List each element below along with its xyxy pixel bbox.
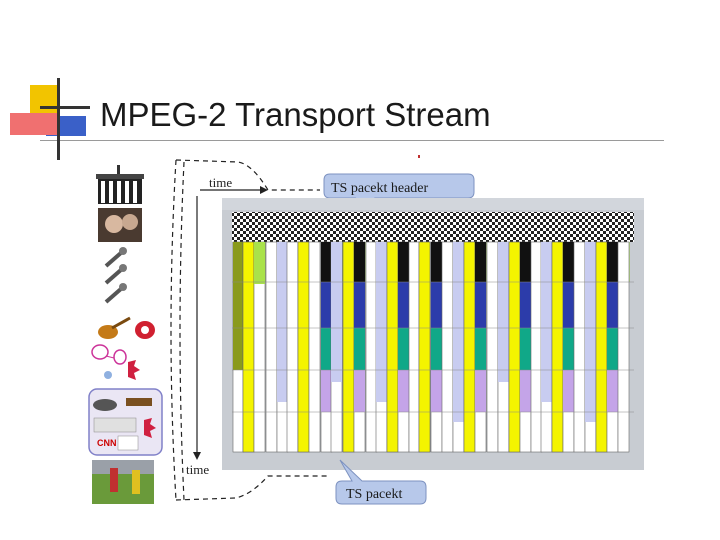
microphone-icon — [104, 283, 127, 304]
packet-column — [265, 241, 278, 453]
time-axis-top: time — [200, 175, 268, 194]
packet-column — [595, 241, 608, 453]
time-label-top: time — [209, 175, 232, 190]
packet-column — [308, 241, 321, 453]
packet-column — [342, 241, 355, 453]
packet-column — [276, 241, 289, 453]
packet-column — [562, 241, 575, 453]
instruments-icon — [98, 316, 155, 339]
data-broadcast-icon: CNN — [88, 388, 163, 456]
packet-callout: TS pacekt — [335, 459, 427, 505]
cursor-graphics-icon — [91, 344, 140, 380]
packet-column — [253, 241, 266, 453]
packet-column — [497, 241, 510, 453]
packet-column — [297, 241, 310, 453]
packet-column — [508, 241, 521, 453]
time-axis-side: time — [186, 196, 209, 477]
packet-column — [573, 241, 586, 453]
packet-column — [606, 241, 619, 453]
page-title: MPEG-2 Transport Stream — [100, 96, 491, 133]
packet-column — [397, 241, 410, 453]
packet-column — [617, 241, 630, 453]
packet-column — [441, 241, 454, 453]
packet-column — [430, 241, 443, 453]
packet-column — [386, 241, 399, 453]
packet-column — [353, 241, 366, 453]
packet-column — [418, 241, 431, 453]
packet-column — [540, 241, 553, 453]
header-callout-label: TS pacekt header — [331, 181, 429, 196]
packet-column — [551, 241, 564, 453]
marker-dot — [418, 155, 420, 158]
svg-text:CNN: CNN — [97, 438, 117, 448]
time-label-side: time — [186, 462, 209, 477]
building-icon — [96, 165, 144, 204]
title-rule — [40, 140, 664, 141]
packet-column — [486, 241, 499, 453]
packet-column — [530, 241, 543, 453]
microphone-icon — [104, 264, 127, 285]
packet-callout-label: TS pacekt — [346, 487, 402, 502]
packet-column — [365, 241, 378, 453]
packet-column — [519, 241, 532, 453]
packet-column — [232, 241, 245, 453]
packet-column — [452, 241, 465, 453]
packet-column — [463, 241, 476, 453]
dashed-brackets — [170, 159, 330, 501]
packet-column — [584, 241, 597, 453]
packet-header-band — [232, 212, 634, 242]
packet-column — [375, 241, 388, 453]
soccer-video-icon — [92, 460, 154, 504]
packet-column — [408, 241, 421, 453]
packet-column — [330, 241, 343, 453]
packet-columns — [232, 241, 634, 453]
packet-column — [286, 241, 299, 453]
video-face-icon — [98, 208, 142, 242]
microphone-icon — [104, 247, 127, 268]
corner-decoration — [10, 78, 90, 160]
packet-column — [242, 241, 255, 453]
packet-column — [474, 241, 487, 453]
packet-column — [320, 241, 333, 453]
